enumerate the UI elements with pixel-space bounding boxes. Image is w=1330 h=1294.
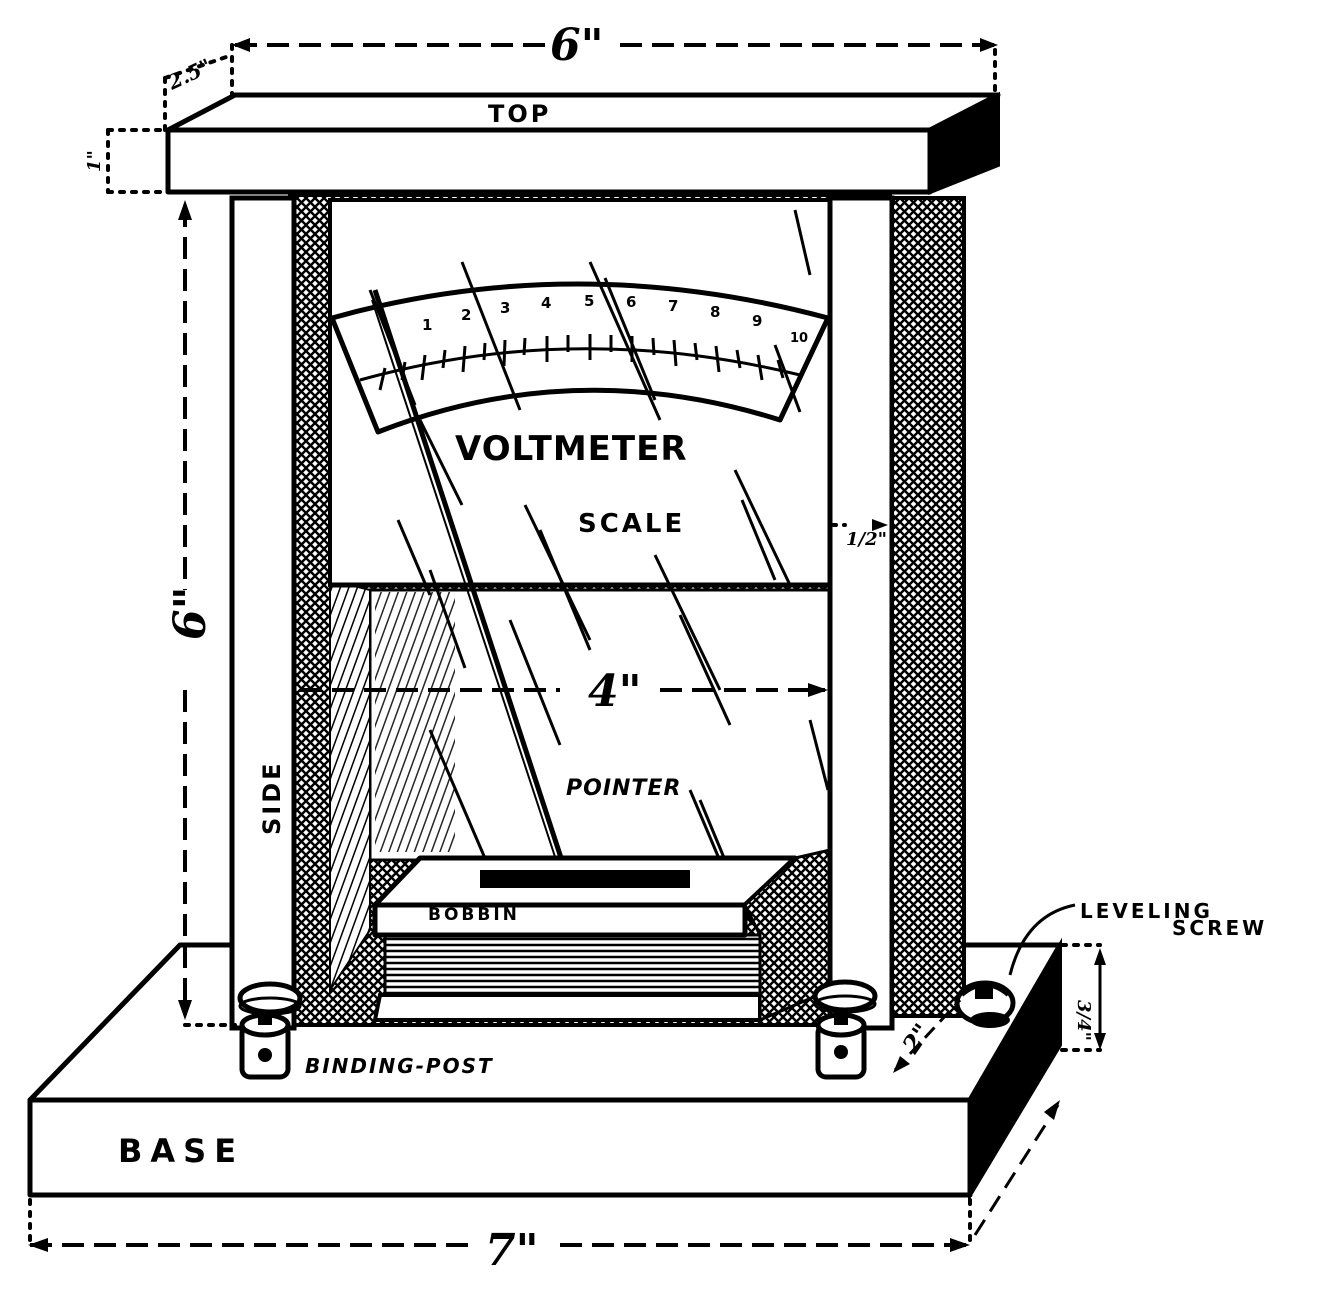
scale-panel: 1 2 3 4 5 6 7 8 9 10 <box>328 198 832 926</box>
pointer <box>372 289 568 871</box>
label-leveling: LEVELING <box>1080 899 1213 923</box>
scale-number: 3 <box>500 299 510 317</box>
label-scale: SCALE <box>578 509 685 539</box>
binding-post-left <box>237 981 303 1080</box>
label-base: BASE <box>118 1132 244 1170</box>
right-side <box>827 195 966 1031</box>
scale-number: 2 <box>461 306 471 324</box>
scale-number: 4 <box>541 294 551 312</box>
label-screw: SCREW <box>1172 916 1267 940</box>
scale-number: 8 <box>710 303 720 321</box>
dim-top-width: 6" <box>550 20 604 71</box>
dim-inner-width: 4" <box>588 666 642 717</box>
scale-number: 6 <box>626 293 636 311</box>
bobbin <box>372 848 832 1023</box>
dim-side-height: 6" <box>165 586 216 640</box>
scale-number: 10 <box>790 331 808 346</box>
scale-number: 1 <box>422 316 432 334</box>
dimension-lines <box>28 38 1106 1252</box>
label-side: SIDE <box>258 760 286 835</box>
scale-number: 7 <box>668 297 678 315</box>
label-voltmeter: VOLTMETER <box>455 429 688 469</box>
scale-numbers: 1 2 3 4 5 6 7 8 9 10 <box>422 292 808 346</box>
dim-base-width: 7" <box>485 1225 539 1276</box>
label-binding-post: BINDING-POST <box>305 1054 494 1078</box>
left-side <box>229 195 297 1031</box>
scale-number: 5 <box>584 292 594 310</box>
scale-number: 9 <box>752 312 762 330</box>
dim-base-height: 3/4" <box>1073 1000 1094 1041</box>
binding-post-right <box>812 979 878 1080</box>
label-bobbin: BOBBIN <box>428 905 520 925</box>
dim-top-depth: 2.5" <box>163 54 215 95</box>
label-pointer: POINTER <box>566 776 681 801</box>
bobbin-slot <box>480 870 690 888</box>
dim-top-thickness: 1" <box>84 150 105 172</box>
dim-scale-margin: 1/2" <box>846 529 887 550</box>
label-top: TOP <box>488 100 551 128</box>
top-board <box>165 91 1001 195</box>
